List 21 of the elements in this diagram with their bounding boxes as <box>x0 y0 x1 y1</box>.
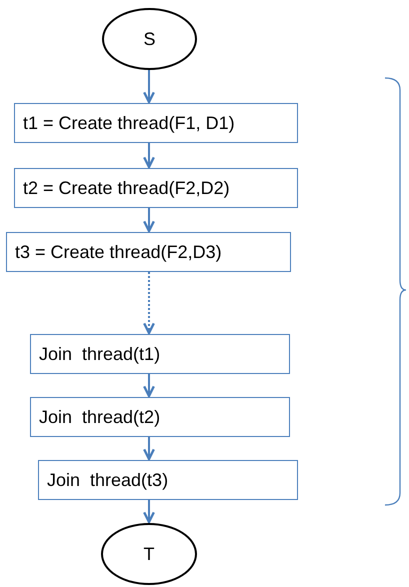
arrow <box>143 70 155 104</box>
arrow <box>143 437 155 460</box>
node-label: S <box>143 28 156 50</box>
process-box <box>30 334 290 374</box>
node-label: Join thread(t2) <box>39 406 160 428</box>
node-label: Join thread(t3) <box>47 468 168 492</box>
arrow <box>143 208 155 232</box>
node-label: T <box>144 542 154 566</box>
arrow <box>143 272 155 334</box>
node-label: t1 = Create thread(F1, D1) <box>23 112 235 134</box>
process-box <box>14 103 298 143</box>
process-box <box>6 232 291 272</box>
process-box <box>30 397 290 437</box>
node-label: t2 = Create thread(F2,D2) <box>23 176 230 200</box>
process-box <box>38 460 298 500</box>
process-box <box>14 168 298 208</box>
arrow <box>143 143 155 168</box>
node-label: t3 = Create thread(F2,D3) <box>15 240 222 264</box>
arrow <box>143 500 155 524</box>
arrow <box>143 374 155 398</box>
node-label: Join thread(t1) <box>39 342 160 366</box>
